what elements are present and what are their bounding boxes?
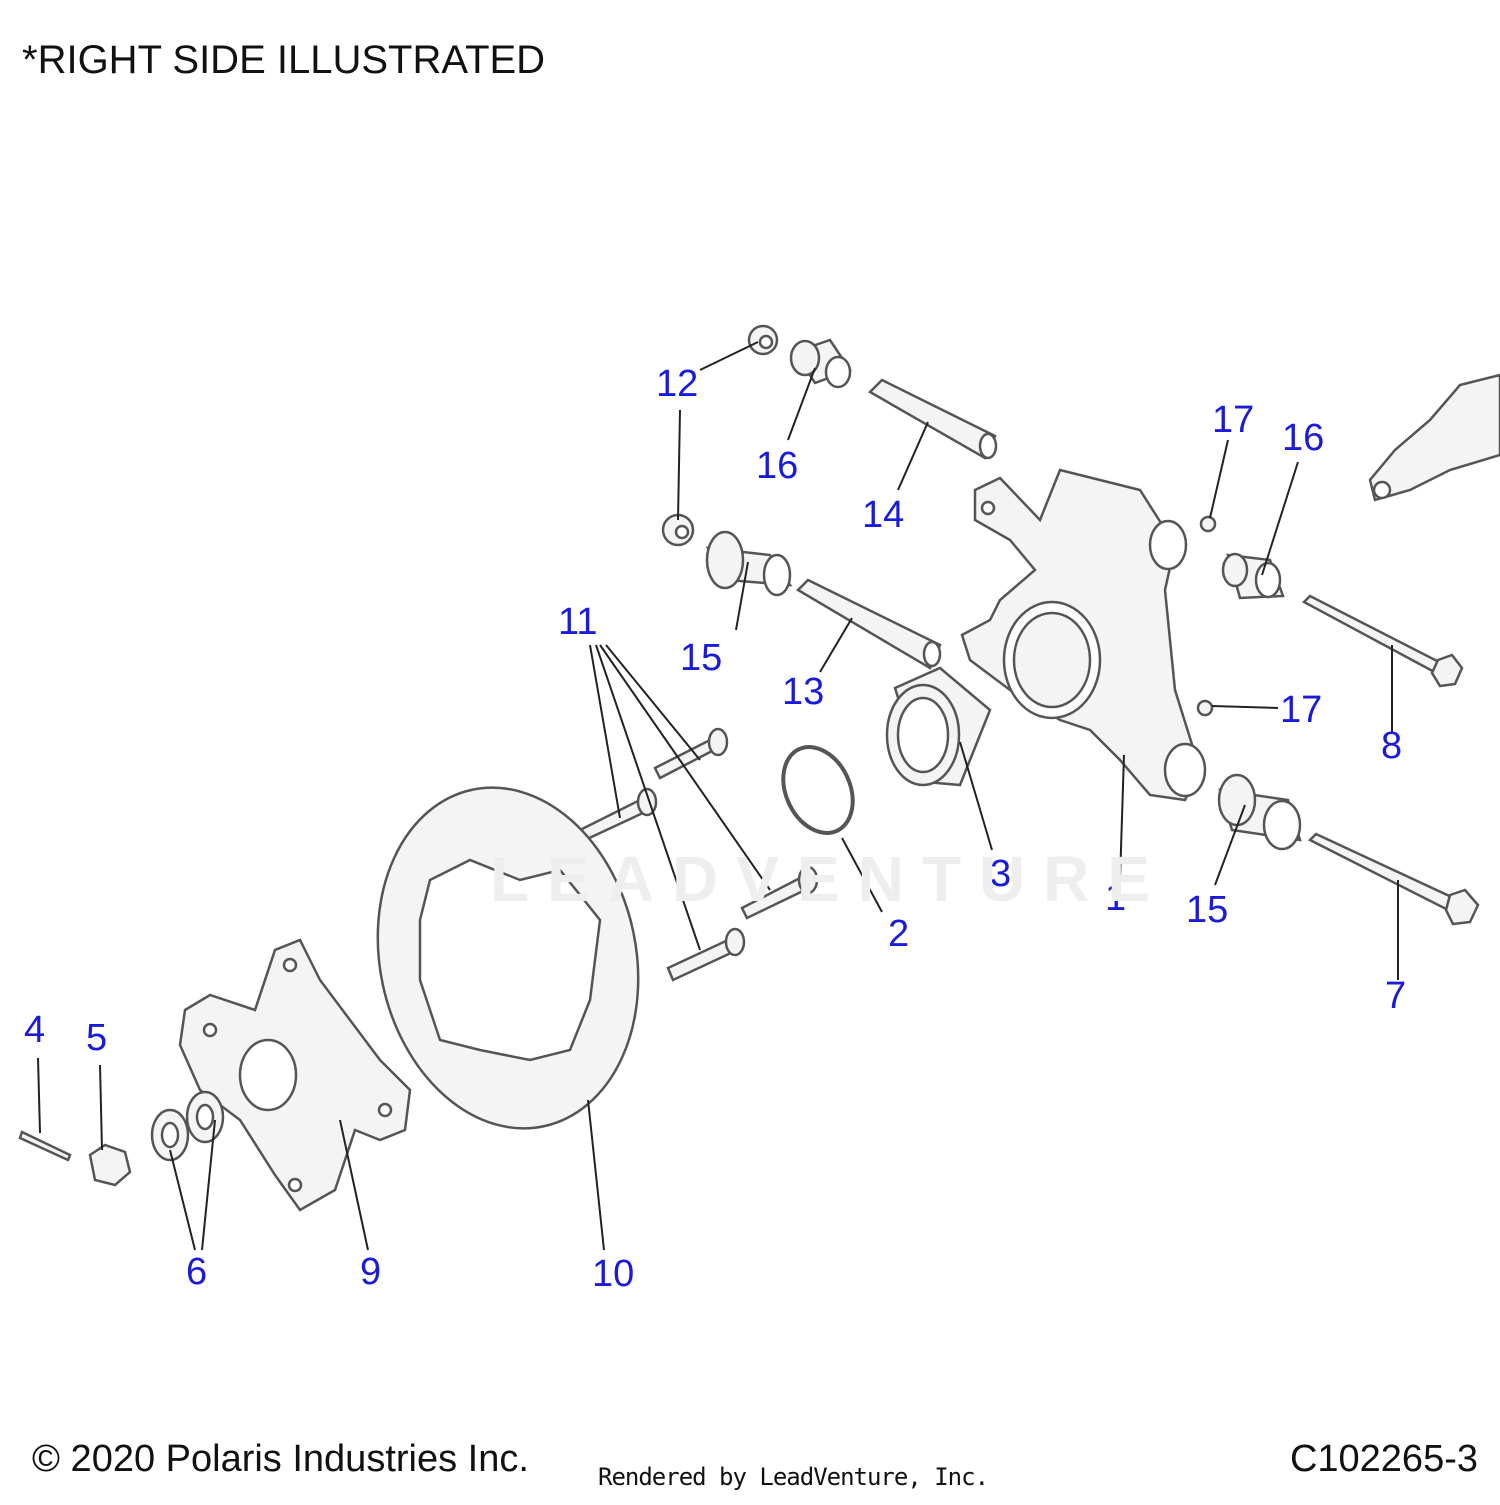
part-stud-11-d — [666, 927, 746, 982]
part-bearing-3 — [885, 666, 992, 787]
callout-5: 5 — [86, 1017, 107, 1059]
part-bushing-16-upper — [789, 338, 852, 389]
part-bushing-15-lower — [1217, 773, 1302, 851]
part-bushing-16-right — [1221, 552, 1285, 600]
callout-6: 6 — [186, 1251, 207, 1293]
part-knuckle-1 — [960, 468, 1207, 802]
part-axle — [1368, 373, 1500, 502]
part-stud-11-b — [578, 787, 658, 842]
part-bolt-7 — [1307, 832, 1480, 926]
callout-17-upper: 17 — [1212, 399, 1254, 441]
callout-16-upper: 16 — [756, 445, 798, 487]
callout-17-lower: 17 — [1280, 689, 1322, 731]
rendered-by-text: Rendered by LeadVenture, Inc. — [598, 1463, 989, 1491]
part-hub-9 — [178, 938, 412, 1212]
callout-14: 14 — [862, 494, 904, 536]
part-stud-11-a — [653, 727, 729, 780]
callout-16-right: 16 — [1282, 417, 1324, 459]
copyright-text: © 2020 Polaris Industries Inc. — [32, 1438, 529, 1480]
part-brake-rotor-10 — [376, 786, 640, 1130]
callout-15-upper: 15 — [680, 637, 722, 679]
callout-8: 8 — [1381, 725, 1402, 767]
diagram-note: *RIGHT SIDE ILLUSTRATED — [22, 38, 546, 82]
callout-15-lower: 15 — [1186, 889, 1228, 931]
part-castle-nut-5 — [88, 1143, 132, 1187]
callout-9: 9 — [360, 1251, 381, 1293]
part-nut-12-upper — [747, 324, 779, 356]
callout-2: 2 — [888, 913, 909, 955]
callout-13: 13 — [782, 671, 824, 713]
part-fitting-17-lower — [1196, 699, 1214, 717]
diagram-code: C102265-3 — [1289, 1438, 1478, 1480]
part-stud-11-c — [740, 865, 819, 920]
part-cotter-pin-4 — [18, 1130, 72, 1162]
part-pin-14 — [867, 378, 998, 460]
callout-12: 12 — [656, 363, 698, 405]
part-snap-ring-2 — [781, 745, 855, 835]
part-fitting-17-upper — [1199, 515, 1217, 533]
part-bushing-15-upper — [705, 530, 793, 597]
callout-11: 11 — [558, 601, 597, 643]
callout-labels: 1 2 3 4 5 6 7 8 9 10 11 12 13 14 15 15 1… — [24, 363, 1406, 1295]
leader-lines — [37, 341, 1399, 1251]
callout-10: 10 — [592, 1253, 634, 1295]
watermark: LEADVENTURE — [490, 843, 1169, 915]
part-bolt-8 — [1301, 594, 1464, 688]
callout-1: 1 — [1105, 877, 1126, 919]
part-pin-13 — [795, 578, 942, 670]
callout-4: 4 — [24, 1009, 45, 1051]
callout-3: 3 — [990, 853, 1011, 895]
callout-7: 7 — [1385, 975, 1406, 1017]
